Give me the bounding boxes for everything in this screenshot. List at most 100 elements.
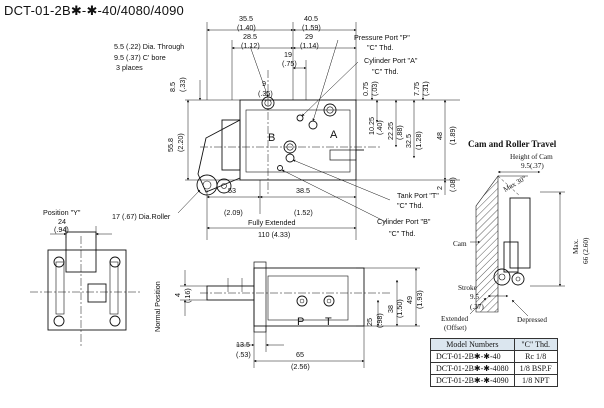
dim-25-in: (.98): [375, 313, 384, 328]
dim-24: 24: [58, 217, 66, 226]
roller-small: [216, 178, 232, 194]
dim-8-5: 8.5: [168, 82, 177, 92]
thread-cell: 1/8 NPT: [513, 374, 558, 387]
dim-4-in: (.16): [183, 288, 192, 303]
dim-38: 38: [386, 305, 395, 313]
valve-body-outline: [239, 99, 357, 181]
dim-7-75-in: (.31): [421, 81, 430, 96]
dim-9-in: (.35): [258, 89, 273, 98]
cbore-callout: 9.5 (.37) C' bore: [114, 53, 166, 62]
dim-65: 65: [296, 350, 304, 359]
model-numbers-header: Model Numbers: [430, 338, 515, 351]
extended-label: Extended: [441, 315, 469, 323]
dim-48-in: (1.89): [448, 126, 457, 145]
dim-7-75: 7.75: [412, 82, 421, 96]
dim-19-in: (.75): [282, 59, 297, 68]
dim-0-75: 0.75: [361, 82, 370, 96]
plunger: [329, 149, 357, 161]
dim-28-5-in: (1.12): [241, 41, 260, 50]
front-port-p: [296, 295, 308, 307]
dim-32-5: 32.5: [404, 134, 413, 148]
height-of-cam-label: Height of Cam: [510, 153, 553, 161]
tank-thd-label: "C" Thd.: [397, 201, 424, 210]
cam-hatch: [475, 175, 499, 313]
dim-110: 110 (4.33): [258, 230, 290, 239]
side-bolt-4: [109, 315, 121, 327]
dim-19: 19: [284, 50, 292, 59]
cylinder-b-thd-label: "C" Thd.: [389, 229, 416, 238]
cam-label: Cam: [453, 240, 467, 248]
side-plunger: [87, 283, 107, 303]
dim-53-in: (2.09): [224, 208, 243, 217]
port-a: [296, 114, 304, 122]
cam-lever-inner: [503, 241, 519, 273]
dim-40-5-in: (1.59): [302, 23, 321, 32]
dim-13-5: 13.5: [236, 340, 250, 349]
normal-position-label: Normal Position: [153, 281, 162, 332]
dim-0-75-in: (.03): [370, 81, 379, 96]
cam-travel-view: [469, 170, 565, 317]
front-body: [253, 267, 365, 327]
front-inner: [267, 275, 349, 321]
side-bolt-1: [53, 256, 65, 268]
dim-53: 53: [228, 186, 236, 195]
port-t: [285, 153, 295, 163]
dim-55-8: 55.8: [166, 138, 175, 152]
stroke-dim-in: (.37): [470, 303, 484, 311]
dim-2: 2: [435, 186, 444, 190]
dim-9: 9: [262, 79, 266, 88]
table-row: DCT-01-2B✱-✱-4080 1/8 BSP.F: [430, 362, 558, 375]
page-title: DCT-01-2B✱-✱-40/4080/4090: [4, 3, 184, 18]
cylinder-b-label: Cylinder Port "B": [377, 217, 431, 226]
offset-label: (Offset): [444, 324, 467, 332]
fully-extended-label: Fully Extended: [248, 218, 296, 227]
dim-22-25-in: (.88): [395, 125, 404, 140]
dim-35-5: 35.5: [239, 14, 253, 23]
front-view-labels: Normal Position P T 4 (.16) 25 (.98) 38 …: [153, 281, 424, 371]
cam-roller-2: [511, 272, 525, 286]
dim-28-5: 28.5: [243, 32, 257, 41]
dim-38-5-in: (1.52): [294, 208, 313, 217]
cam-roller-1: [493, 268, 511, 286]
cylinder-a-thd-label: "C" Thd.: [372, 67, 399, 76]
c-thd-header: "C" Thd.: [513, 338, 558, 351]
dim-25: 25: [365, 318, 374, 326]
port-letter-b: B: [268, 132, 275, 144]
places-callout: 3 places: [116, 63, 143, 72]
dim-10-25-in: (.40): [375, 120, 384, 135]
dim-40-5: 40.5: [304, 14, 318, 23]
dim-38-in: (1.50): [395, 299, 404, 318]
dim-24-in: (.94): [54, 225, 69, 234]
table-row: DCT-01-2B✱-✱-40 Rc 1/8: [430, 350, 558, 363]
roller-callout: 17 (.67) Dia.Roller: [112, 212, 171, 221]
dim-8-5-in: (.33): [178, 77, 187, 92]
top-view-labels: 35.5 (1.40) 40.5 (1.59) 28.5 (1.12) 29 (…: [112, 14, 457, 239]
dim-29-in: (1.14): [300, 41, 319, 50]
model-number-cell: DCT-01-2B✱-✱-4090: [430, 374, 515, 387]
position-y-labels: Position "Y" 24 (.94): [43, 208, 81, 234]
dim-49-in: (1.93): [415, 290, 424, 309]
valve-body-inner: [245, 109, 351, 173]
port-p: [308, 120, 318, 130]
front-port-t: [323, 295, 335, 307]
cam-bracket: [221, 119, 241, 171]
stroke-label: Stroke: [458, 284, 477, 292]
mount-hole-3: [323, 103, 337, 117]
position-y-label: Position "Y": [43, 208, 81, 217]
dim-29: 29: [305, 32, 313, 41]
top-view: [177, 22, 460, 240]
model-table: Model Numbers "C" Thd. DCT-01-2B✱-✱-40 R…: [430, 338, 558, 387]
dim-48: 48: [435, 132, 444, 140]
port-letter-a: A: [330, 129, 338, 141]
front-port-t-letter: T: [325, 316, 332, 328]
pressure-thd-label: "C" Thd.: [367, 43, 394, 52]
dim-4: 4: [173, 293, 182, 297]
max-label: Max.: [572, 239, 580, 254]
tank-port-label: Tank Port "T": [397, 191, 439, 200]
depressed-label: Depressed: [517, 316, 547, 324]
thread-cell: Rc 1/8: [513, 350, 558, 363]
cam-travel-labels: Cam and Roller Travel Height of Cam 9.5(…: [441, 139, 590, 332]
port-b: [277, 165, 283, 171]
dim-35-5-in: (1.40): [237, 23, 256, 32]
